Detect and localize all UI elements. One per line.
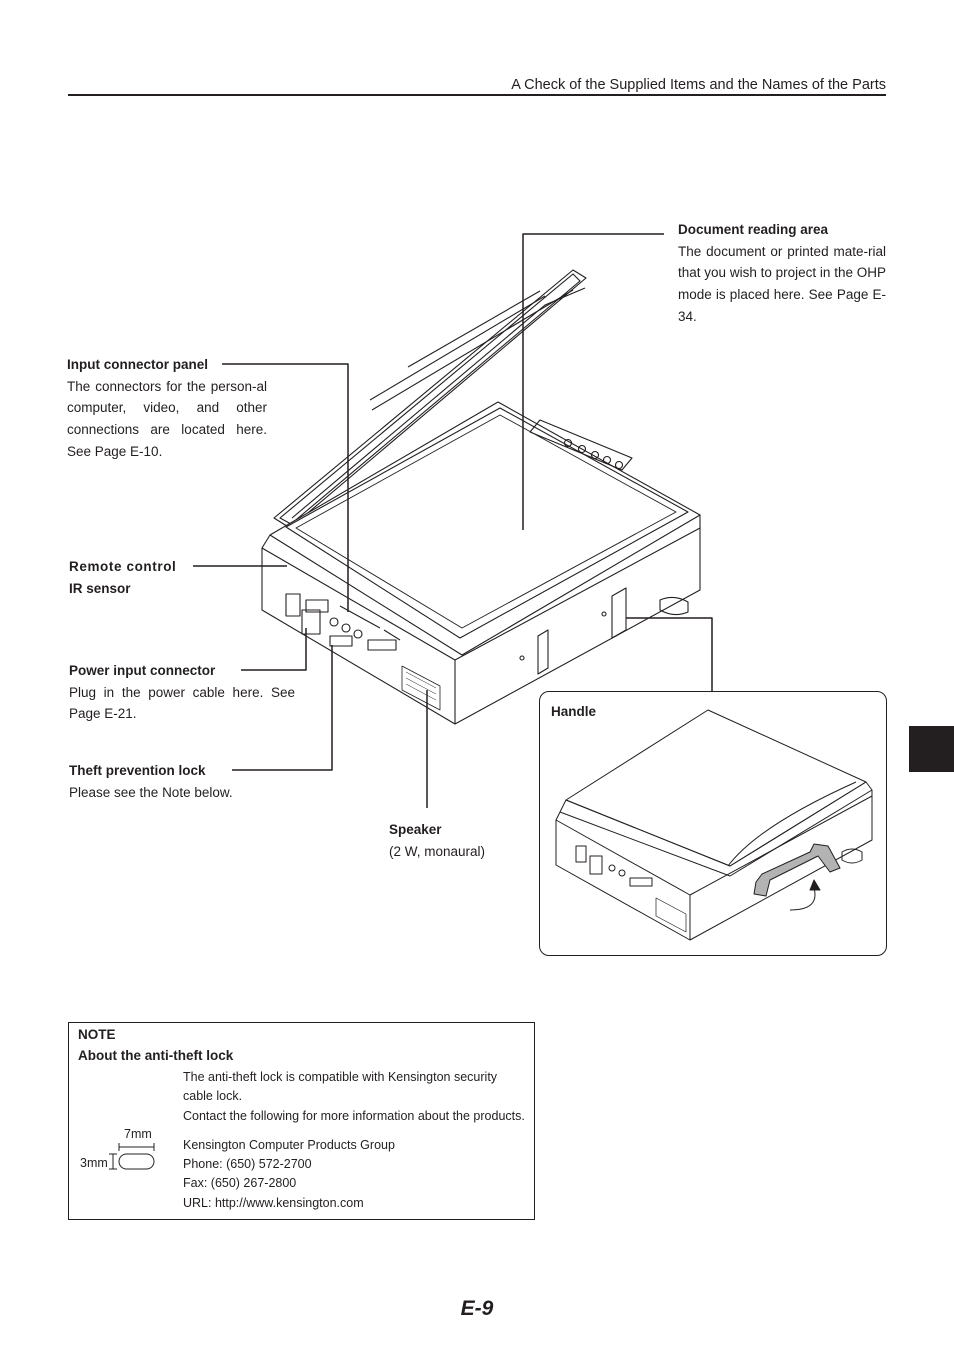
dim-height-label: 3mm	[80, 1156, 108, 1170]
header-rule	[68, 94, 886, 96]
note-url: URL: http://www.kensington.com	[183, 1195, 364, 1210]
note-subheading: About the anti-theft lock	[78, 1047, 234, 1063]
note-heading-block: NOTE About the anti-theft lock	[78, 1025, 233, 1066]
leader-power-connector	[241, 628, 307, 671]
label-speaker: Speaker (2 W, monaural)	[389, 819, 529, 862]
note-company: Kensington Computer Products Group	[183, 1137, 395, 1152]
remote-sensor-title-2: IR sensor	[69, 580, 131, 596]
speaker-title: Speaker	[389, 822, 442, 837]
section-tab-marker	[909, 726, 954, 772]
document-area-title: Document reading area	[678, 222, 829, 237]
speaker-desc: (2 W, monaural)	[389, 843, 486, 859]
leader-input-panel	[222, 363, 349, 612]
note-phone: Phone: (650) 572-2700	[183, 1157, 312, 1172]
note-fax: Fax: (650) 267-2800	[183, 1176, 297, 1191]
note-body: The anti-theft lock is compatible with K…	[183, 1068, 528, 1213]
label-input-connector-panel: Input connector panel The connectors for…	[67, 354, 267, 463]
leader-document-area	[522, 233, 664, 530]
note-box	[68, 1022, 535, 1220]
remote-sensor-title-1: Remote control	[69, 559, 177, 574]
label-theft-prevention-lock: Theft prevention lock Please see the Not…	[69, 760, 269, 803]
theft-lock-title: Theft prevention lock	[69, 763, 206, 778]
page-number: E-9	[460, 1297, 494, 1320]
dim-width-label: 7mm	[124, 1127, 152, 1141]
label-power-input-connector: Power input connector Plug in the power …	[69, 660, 295, 725]
note-para-contact: Contact the following for more informati…	[183, 1108, 525, 1123]
document-area-desc: The document or printed mate-rial that y…	[678, 243, 886, 324]
handle-label: Handle	[551, 704, 597, 719]
power-connector-desc: Plug in the power cable here. See Page E…	[69, 684, 295, 722]
label-remote-ir-sensor: Remote control IR sensor	[69, 556, 199, 599]
label-document-reading-area: Document reading area The document or pr…	[678, 219, 886, 328]
input-panel-desc: The connectors for the person-al compute…	[67, 378, 267, 459]
projector-lid	[273, 269, 587, 529]
projector-body	[261, 401, 701, 725]
leader-theft-lock	[232, 645, 333, 771]
lock-slot-figure	[109, 1143, 155, 1170]
note-para-compatibility: The anti-theft lock is compatible with K…	[183, 1070, 498, 1104]
leader-handle	[626, 617, 713, 691]
power-connector-title: Power input connector	[69, 663, 216, 678]
leader-lines	[193, 233, 713, 808]
theft-lock-desc: Please see the Note below.	[69, 784, 233, 800]
note-heading: NOTE	[78, 1027, 116, 1042]
projector-closed-with-handle	[555, 709, 873, 941]
input-panel-title: Input connector panel	[67, 357, 209, 372]
header-title: A Check of the Supplied Items and the Na…	[511, 77, 886, 93]
